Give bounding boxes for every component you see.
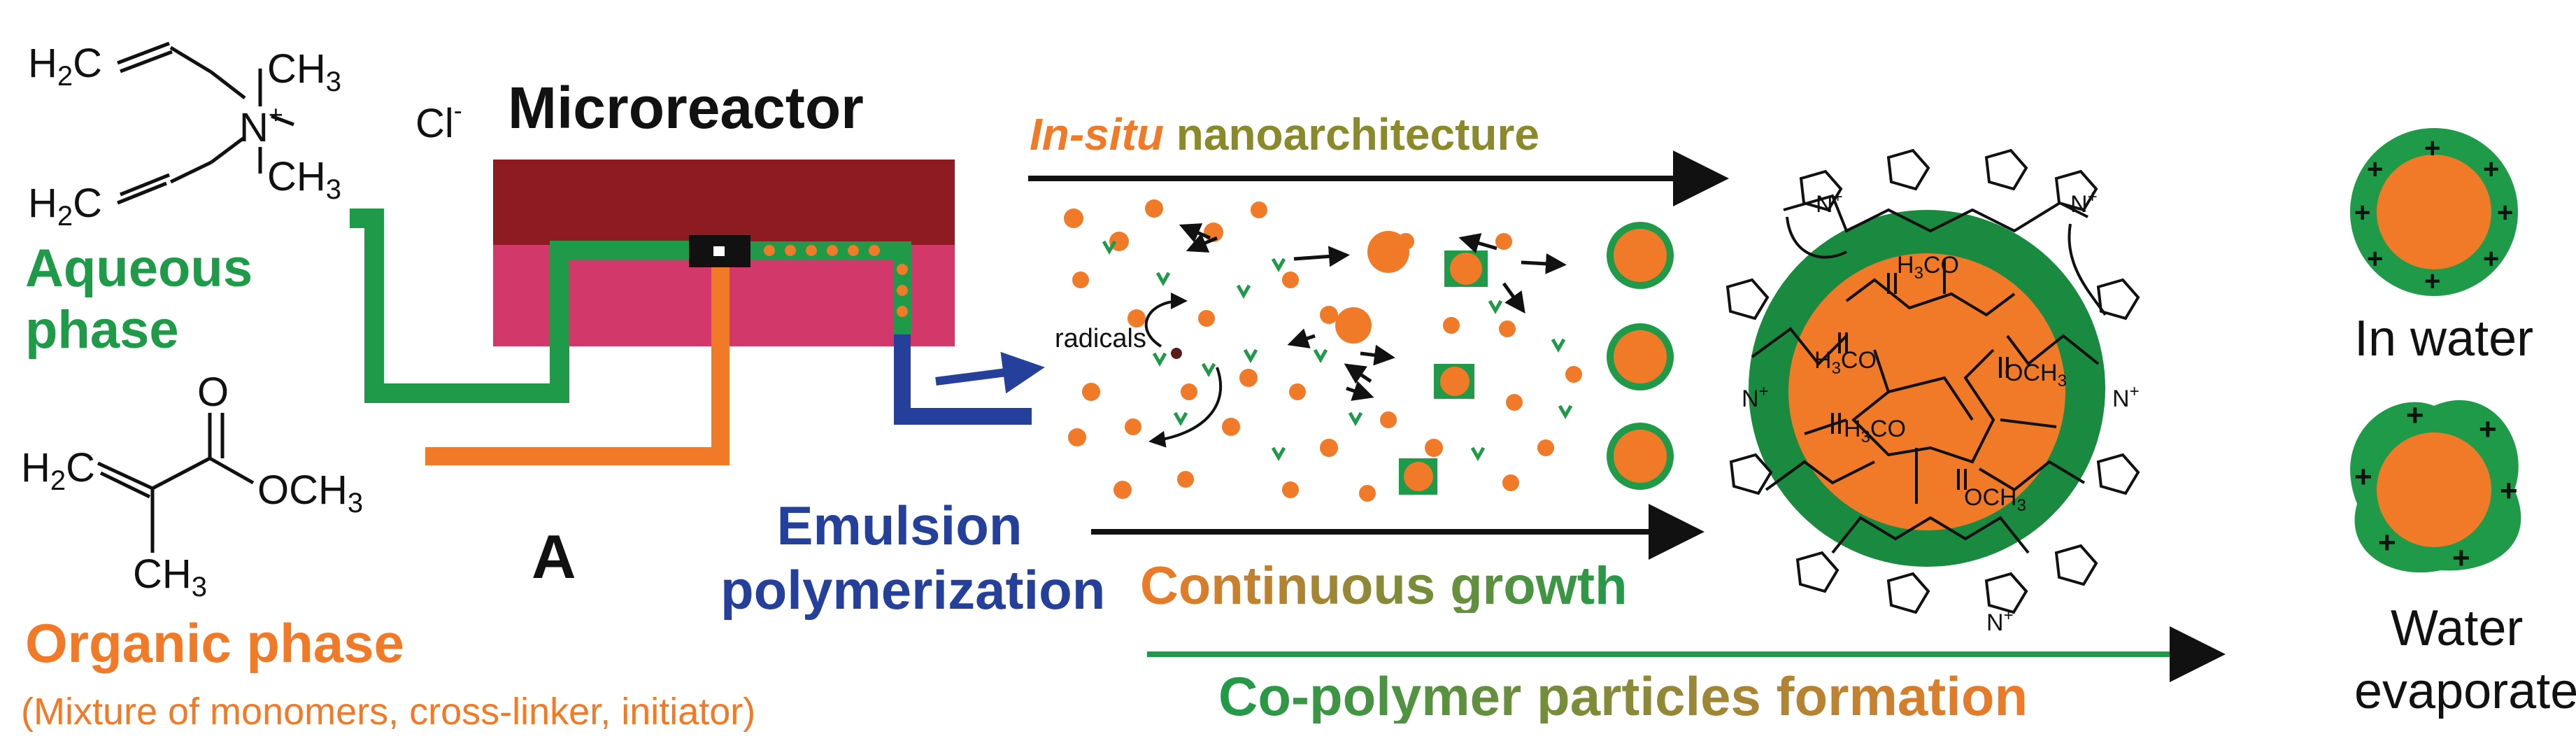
radicals-label: radicals [1055,324,1146,353]
surface-charge: + [2483,154,2500,185]
ring-nitrogen-label: N+ [1742,382,1769,412]
organic-channel [425,251,730,465]
emulsion-arrow [935,351,1045,394]
surface-charge: + [2378,525,2396,560]
water-evaporated-label-line1: Water [2391,600,2524,656]
aqueous-phase-label-line1: Aqueous [25,239,253,298]
mma-h2c-label: H2C [21,445,96,496]
radical-arrow [1148,367,1222,448]
core-ester-label-1: H3CO [1897,252,1959,283]
water-evaporated-label-line2: evaporated [2354,663,2576,719]
organic-phase-label: Organic phase [25,612,404,674]
daamc-nitrogen-label: N+ [239,100,283,150]
mma-och3-label: OCH3 [257,467,364,518]
core-ester-label-5: OCH3 [1964,484,2026,515]
emulsion-label-line2: polymerization [720,559,1106,621]
aqueous-channel [350,209,720,403]
daamc-molecule-bonds [117,41,294,205]
particle-water-evaporated [2350,400,2521,573]
microreactor-title: Microreactor [508,75,864,141]
aqueous-phase-label-line2: phase [25,300,179,360]
ring-nitrogen-label: N+ [1816,188,1843,218]
daamc-h2c-bottom-label: H2C [28,181,103,232]
organic-phase-description: (Mixture of monomers, cross-linker, init… [21,691,756,733]
mma-molecule-bonds [97,413,255,553]
radical-dot [1171,348,1182,359]
mma-ch3-label: CH3 [133,551,208,602]
ring-nitrogen-label: N+ [2070,188,2098,218]
panel-letter: A [532,522,576,591]
ring-nitrogen-label: N+ [2112,382,2140,412]
chloride-counterion: Cl- [415,96,462,146]
surface-charge: + [2483,244,2500,274]
nanoparticle-structure [1725,148,2140,614]
surface-charge: + [2367,244,2384,274]
copolymer-formation-label: Co-polymer particles formation [1218,665,2028,727]
radical-arrow [1144,292,1188,348]
particle-in-water [2350,128,2518,296]
mma-carbonyl-o: O [197,369,229,415]
core-ester-label-3: H3CO [1844,416,1906,446]
step-arrows [1179,223,1567,401]
formed-particles [1607,222,1674,490]
surface-charge: + [2452,541,2470,575]
core-ester-label-4: OCH3 [2005,360,2067,390]
surface-charge: + [2354,460,2372,494]
surface-charge: + [2497,197,2514,228]
daamc-h2c-label: H2C [28,41,103,92]
core-ester-label-2: H3CO [1814,347,1877,378]
surface-charge: + [2354,197,2371,228]
surfactant-marks [1102,240,1573,462]
ring-nitrogen-label: N+ [1986,606,2014,636]
in-water-label: In water [2354,311,2534,367]
continuous-growth-label: Continuous growth [1140,556,1628,616]
emulsion-label-line1: Emulsion [776,495,1023,556]
surface-charge: + [2424,266,2441,297]
surface-charge: + [2406,398,2424,432]
growing-particles [1335,231,1488,495]
monomer-droplets [1064,199,1582,502]
surface-charge: + [2424,133,2441,164]
product-tubing [894,334,1032,425]
surface-charge: + [2367,154,2384,185]
nanoarchitecture-label: In-situ nanoarchitecture [1030,109,1539,160]
outlet-droplets [764,245,908,317]
surface-charge: + [2479,412,2497,446]
daamc-ch3-top-label: CH3 [267,46,342,97]
daamc-ch3-bottom-label: CH3 [267,154,342,205]
surface-charge: + [2500,474,2518,508]
